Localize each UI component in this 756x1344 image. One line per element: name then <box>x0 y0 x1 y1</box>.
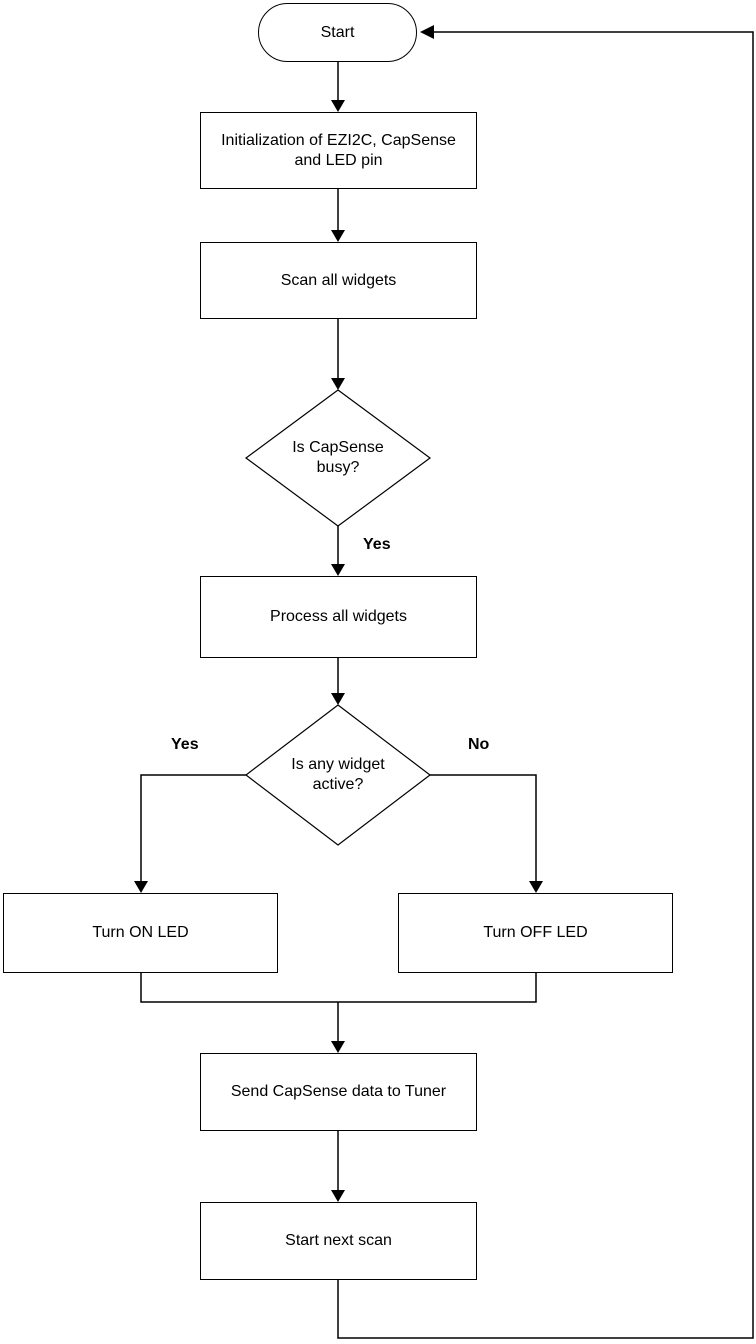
arrowhead-into-scan <box>331 230 345 242</box>
node-turn-on-led-label: Turn ON LED <box>92 924 189 941</box>
decision-capsense-busy-label: Is CapSense busy? <box>292 439 384 476</box>
decision-diamond-capsense-busy <box>244 389 432 527</box>
edge-label-busy-yes: Yes <box>363 536 391 553</box>
edge-label-active-no: No <box>468 736 490 753</box>
node-start: Start <box>258 3 417 62</box>
node-send-capsense-data-label: Send CapSense data to Tuner <box>230 1083 447 1100</box>
node-turn-off-led: Turn OFF LED <box>398 893 673 973</box>
decision-widget-active-label-box: Is any widget active? <box>278 743 398 807</box>
connector-merge-led <box>140 973 537 1003</box>
connector-loop-next-to-start <box>337 31 754 1339</box>
arrowhead-into-next <box>331 1190 345 1202</box>
decision-capsense-busy-label-box: Is CapSense busy? <box>278 426 398 490</box>
arrowhead-into-busy <box>331 378 345 390</box>
node-start-next-scan: Start next scan <box>200 1202 477 1280</box>
decision-diamond-widget-active <box>245 704 431 846</box>
arrowhead-into-init <box>331 100 345 112</box>
node-initialization-label: Initialization of EZI2C, CapSense and LE… <box>221 131 456 169</box>
arrowhead-into-process <box>331 564 345 576</box>
node-send-capsense-data: Send CapSense data to Tuner <box>200 1053 477 1131</box>
node-process-all-widgets: Process all widgets <box>200 576 477 658</box>
arrowhead-into-active <box>331 693 345 705</box>
arrowhead-into-led-on <box>134 881 148 893</box>
node-start-label: Start <box>320 23 355 41</box>
arrowhead-into-start <box>420 25 434 39</box>
node-scan-all-widgets-label: Scan all widgets <box>280 271 397 289</box>
connector-active-yes-to-led-on <box>140 774 246 881</box>
node-process-all-widgets-label: Process all widgets <box>270 608 407 625</box>
arrowhead-into-led-off <box>529 881 543 893</box>
node-scan-all-widgets: Scan all widgets <box>200 242 477 319</box>
connector-active-no-to-led-off <box>430 774 537 881</box>
node-initialization: Initialization of EZI2C, CapSense and LE… <box>200 112 477 189</box>
decision-widget-active-label: Is any widget active? <box>291 756 385 793</box>
node-turn-off-led-label: Turn OFF LED <box>483 924 588 941</box>
arrowhead-into-send <box>331 1041 345 1053</box>
node-start-next-scan-label: Start next scan <box>285 1232 392 1249</box>
node-turn-on-led: Turn ON LED <box>3 893 278 973</box>
edge-label-active-yes: Yes <box>171 736 199 753</box>
